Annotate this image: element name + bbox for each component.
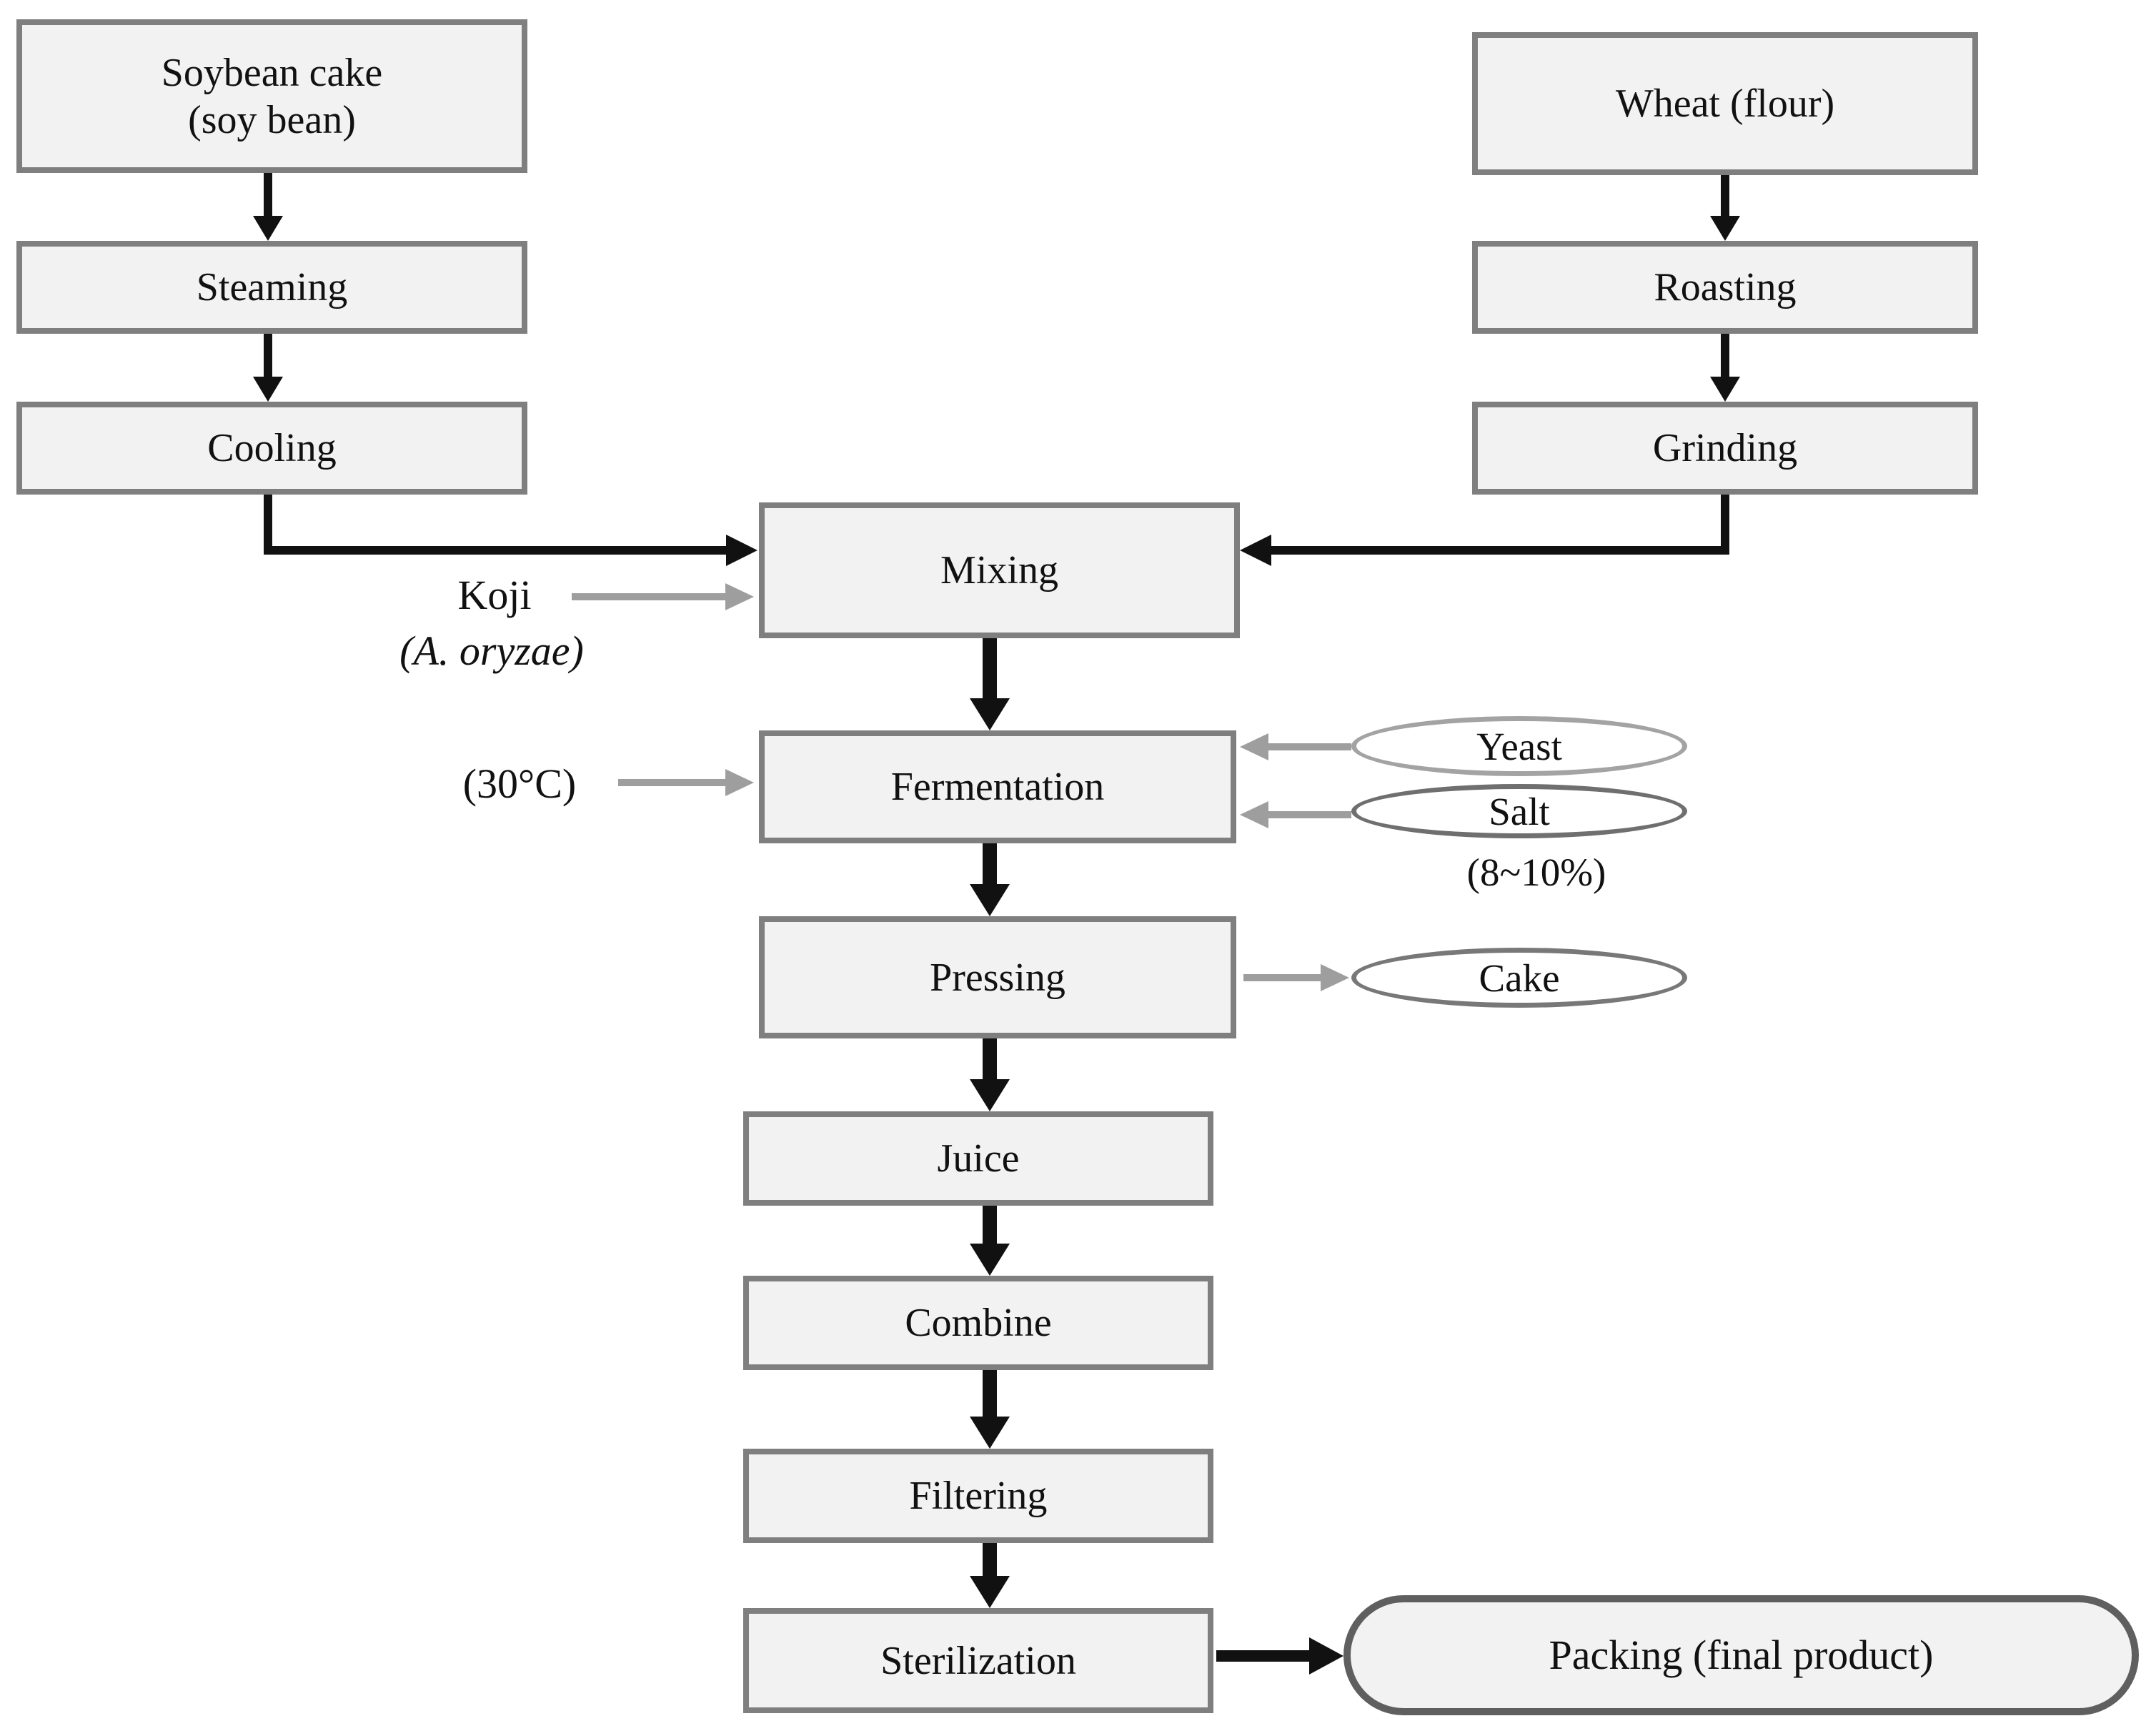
node-label: Steaming — [196, 265, 348, 309]
node-label: Roasting — [1654, 265, 1797, 309]
node-packing-final-product: Packing (final product) — [1343, 1595, 2139, 1715]
ellipse-cake: Cake — [1351, 948, 1687, 1008]
annotation-koji: Koji — [457, 572, 532, 618]
node-label: Sterilization — [880, 1638, 1076, 1683]
node-label: Wheat (flour) — [1615, 81, 1835, 126]
node-label: Fermentation — [890, 765, 1105, 809]
node-label: Mixing — [940, 548, 1058, 592]
node-juice: Juice — [743, 1111, 1213, 1206]
node-label: Cooling — [207, 426, 337, 470]
node-label: Grinding — [1652, 426, 1798, 470]
node-label: (soy bean) — [188, 97, 356, 142]
node-label: Juice — [937, 1136, 1020, 1181]
node-sterilization: Sterilization — [743, 1608, 1213, 1713]
node-label: Soybean cake — [161, 50, 383, 95]
ellipse-yeast: Yeast — [1351, 716, 1687, 776]
ellipse-label: Yeast — [1476, 724, 1562, 768]
node-mixing: Mixing — [759, 502, 1240, 638]
node-combine: Combine — [743, 1276, 1213, 1370]
node-grinding: Grinding — [1472, 402, 1978, 495]
node-label: Pressing — [930, 955, 1065, 1000]
node-soybean-cake: Soybean cake (soy bean) — [16, 19, 527, 173]
node-fermentation: Fermentation — [759, 730, 1236, 843]
ellipse-salt: Salt — [1351, 784, 1687, 838]
node-wheat-flour: Wheat (flour) — [1472, 32, 1978, 175]
node-filtering: Filtering — [743, 1449, 1213, 1543]
ellipse-label: Salt — [1489, 789, 1550, 833]
node-roasting: Roasting — [1472, 241, 1978, 334]
ellipse-label: Cake — [1479, 956, 1560, 1000]
node-steaming: Steaming — [16, 241, 527, 334]
node-label: Packing (final product) — [1549, 1632, 1934, 1678]
annotation-fermentation-temperature: (30°C) — [462, 760, 577, 807]
node-label: Combine — [905, 1301, 1052, 1345]
node-label: Filtering — [909, 1474, 1048, 1518]
annotation-salt-concentration: (8~10%) — [1466, 850, 1606, 894]
annotation-koji-species: (A. oryzae) — [399, 628, 584, 674]
node-cooling: Cooling — [16, 402, 527, 495]
node-pressing: Pressing — [759, 916, 1236, 1038]
